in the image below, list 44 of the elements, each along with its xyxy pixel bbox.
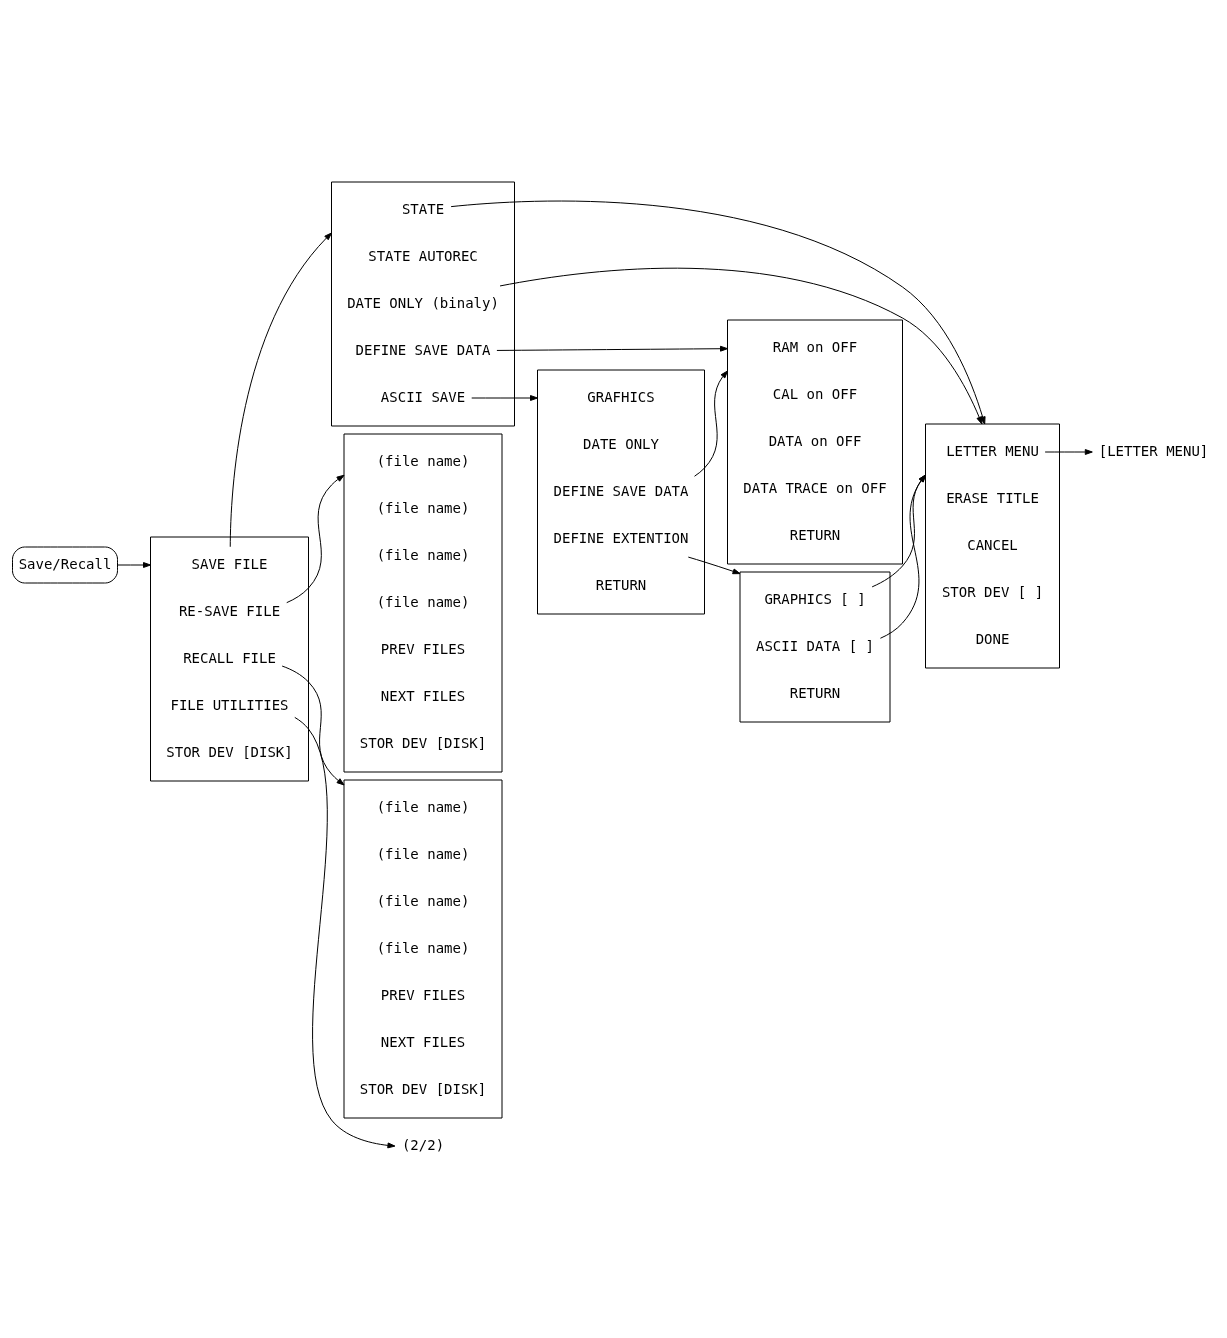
node-text: ASCII DATA [ ] [755, 637, 875, 654]
node-text: STOR DEV [DISK] [359, 734, 487, 751]
node-text: GRAFHICS [587, 388, 655, 405]
node-text: DEFINE EXTENTION [553, 529, 689, 546]
node-text: SAVE FILE [191, 555, 268, 572]
node-text: DATA TRACE on OFF [743, 479, 887, 496]
node-text: STOR DEV [DISK] [166, 743, 293, 760]
node-text: RE-SAVE FILE [178, 602, 281, 619]
node-text: RETURN [789, 526, 841, 543]
node-text: ASCII SAVE [380, 388, 466, 405]
node-text: STATE [401, 200, 445, 217]
node-text: RETURN [789, 684, 841, 701]
node-text: STOR DEV [ ] [941, 583, 1044, 600]
node-text: RAM on OFF [772, 338, 858, 355]
node-text: (file name) [376, 798, 470, 815]
node-text: (2/2) [401, 1136, 445, 1153]
node-text: (file name) [376, 593, 470, 610]
node-text: PREV FILES [380, 986, 466, 1003]
node-text: (file name) [376, 939, 470, 956]
node-text: DEFINE SAVE DATA [355, 341, 491, 358]
node-text: FILE UTILITIES [170, 696, 289, 713]
node-text: DATE ONLY [583, 435, 659, 452]
node-text: RECALL FILE [183, 649, 276, 666]
node-text: ERASE TITLE [946, 489, 1039, 506]
node-text: (file name) [376, 892, 470, 909]
node-text: STATE AUTOREC [368, 247, 478, 264]
node-text: DEFINE SAVE DATA [553, 482, 689, 499]
node-text: (file name) [376, 499, 470, 516]
node-text: (file name) [376, 546, 470, 563]
node-text: DATA on OFF [768, 432, 862, 449]
node-text: LETTER MENU [946, 442, 1039, 459]
node-text: [LETTER MENU] [1098, 442, 1209, 459]
node-text: DATE ONLY (binaly) [347, 294, 499, 311]
node-text: GRAPHICS [ ] [764, 590, 866, 607]
node-text: STOR DEV [DISK] [359, 1080, 487, 1097]
node-text: DONE [975, 630, 1010, 647]
node-text: CANCEL [967, 536, 1018, 553]
node-text: (file name) [376, 452, 470, 469]
node-text: CAL on OFF [772, 385, 858, 402]
node-text: (file name) [376, 845, 470, 862]
node-text: NEXT FILES [380, 687, 466, 704]
node-text: NEXT FILES [380, 1033, 466, 1050]
node-text: PREV FILES [380, 640, 466, 657]
node-text: RETURN [595, 576, 647, 593]
